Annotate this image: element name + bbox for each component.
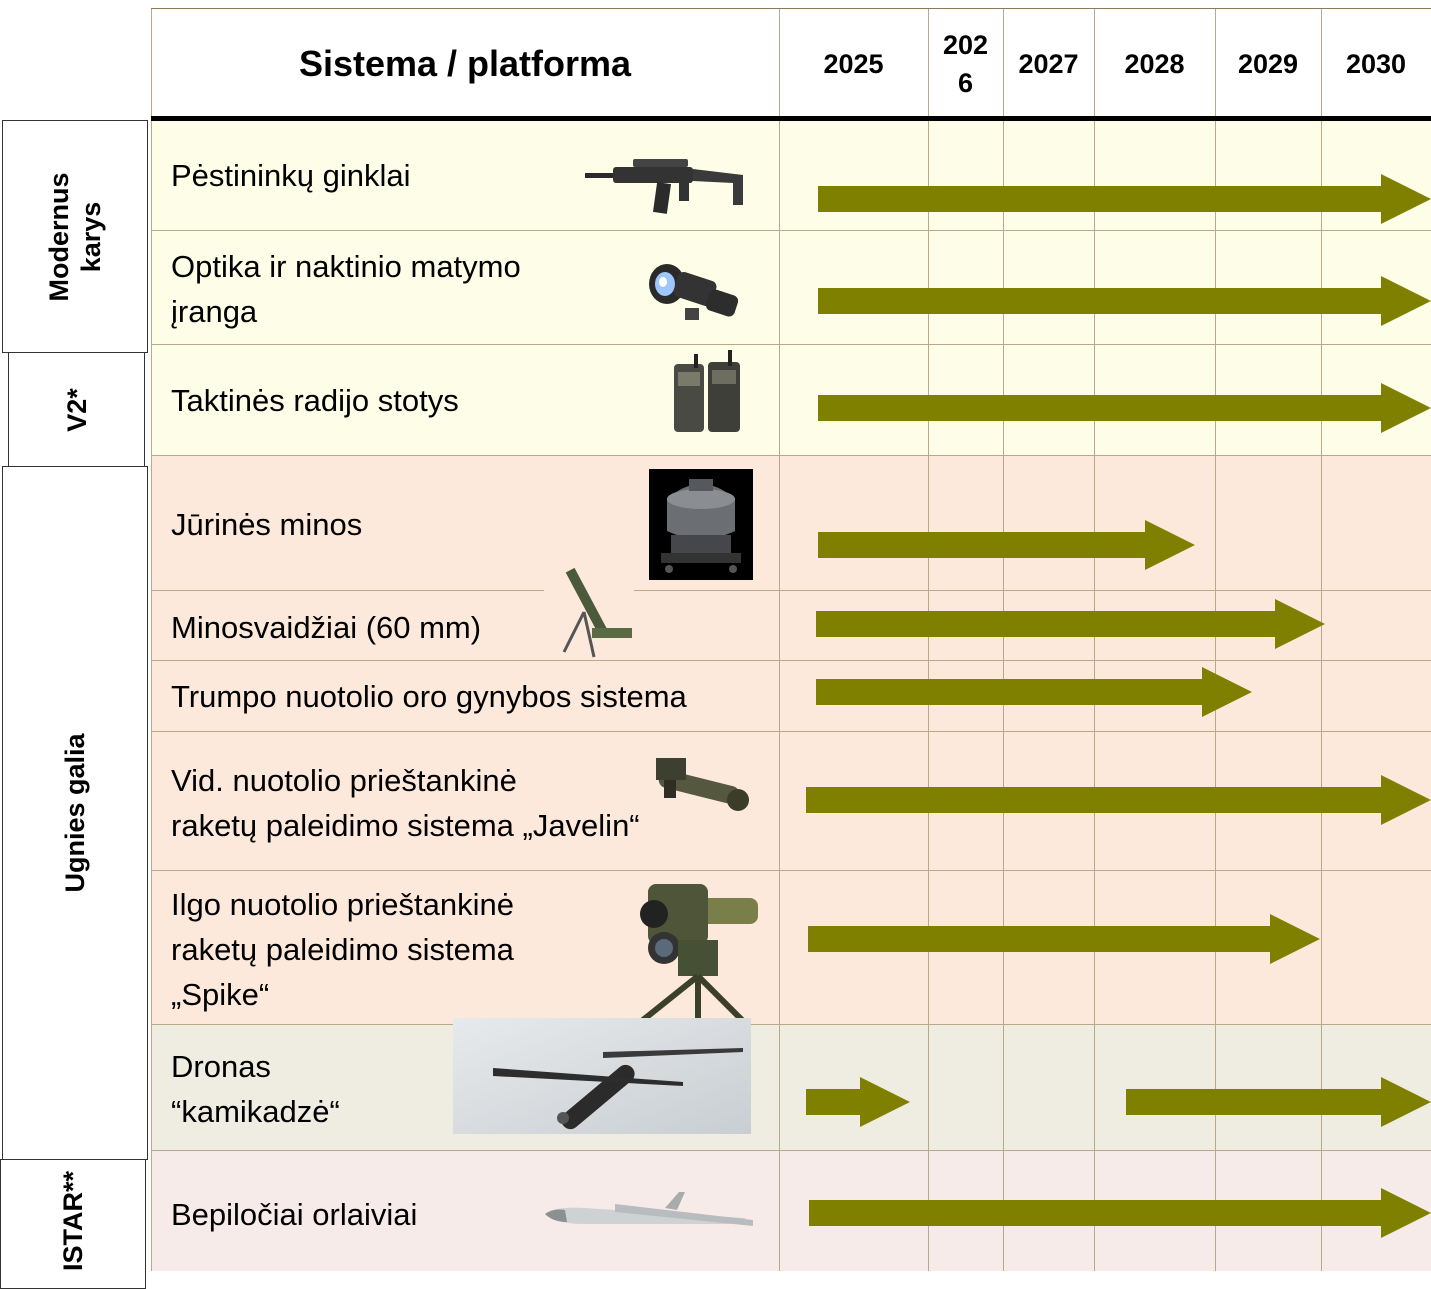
grid-line	[151, 8, 152, 1271]
header-divider	[151, 116, 1431, 121]
grid-line	[1215, 8, 1216, 1271]
category-label: V2*	[61, 387, 92, 432]
category-label: Modernus karys	[44, 171, 106, 302]
header-year-2028: 2028	[1124, 49, 1185, 79]
mortar-icon	[544, 562, 634, 660]
row-bg-dronas	[151, 1024, 1431, 1150]
grid-line	[151, 1024, 1431, 1025]
row-bg-jurines-minos	[151, 455, 1431, 590]
kamikaze-drone-icon	[453, 1018, 751, 1134]
row-label-pestininku-ginklai: Pėstininkų ginklai	[171, 158, 411, 193]
row-label-javelin: Vid. nuotolio prieštankinė raketų paleid…	[171, 763, 640, 843]
grid-line	[1094, 8, 1095, 1271]
grid-line	[151, 660, 1431, 661]
row-label-bepilociai: Bepiločiai orlaiviai	[171, 1197, 418, 1232]
naval-mine-icon	[649, 469, 753, 580]
grid-line	[151, 455, 1431, 456]
grid-line	[151, 344, 1431, 345]
grid-line	[928, 8, 929, 1271]
grid-line	[151, 870, 1431, 871]
row-label-minosvaidziai: Minosvaidžiai (60 mm)	[171, 610, 482, 645]
grid-line	[1321, 8, 1322, 1271]
header-year-2027: 2027	[1018, 49, 1079, 79]
grid-line	[779, 8, 780, 1271]
uav-icon	[545, 1192, 753, 1226]
category-label: ISTAR**	[58, 1171, 88, 1272]
header-year-2026: 202 6	[942, 30, 989, 98]
row-label-spike: Ilgo nuotolio prieštankinė raketų paleid…	[171, 887, 514, 1012]
row-label-optika: Optika ir naktinio matymo įranga	[171, 249, 521, 329]
rifle-icon	[585, 159, 743, 214]
spike-launcher-icon	[636, 884, 758, 1024]
grid-line	[1003, 8, 1004, 1271]
grid-line	[151, 731, 1431, 732]
row-label-dronas: Dronas “kamikadzė“	[171, 1049, 340, 1129]
radio-icon	[674, 350, 740, 432]
category-ugnies-galia: Ugnies galia	[2, 466, 148, 1160]
grid-line	[151, 590, 1431, 591]
category-istar: ISTAR**	[0, 1159, 146, 1289]
category-v2: V2*	[8, 352, 145, 467]
row-label-jurines-minos: Jūrinės minos	[171, 507, 363, 542]
javelin-launcher-icon	[656, 758, 749, 811]
header-year-2029: 2029	[1237, 49, 1299, 79]
header-system-label: Sistema / platforma	[298, 43, 632, 84]
grid-line	[151, 1150, 1431, 1151]
category-label: Ugnies galia	[60, 733, 90, 893]
table-header: Sistema / platforma 2025 202 6 2027 2028…	[151, 8, 1431, 118]
header-year-2030: 2030	[1345, 49, 1407, 79]
grid-line	[151, 230, 1431, 231]
header-year-2025: 2025	[823, 49, 884, 79]
row-label-radijo-stotys: Taktinės radijo stotys	[171, 383, 459, 418]
row-label-oro-gynyba: Trumpo nuotolio oro gynybos sistema	[171, 679, 687, 714]
category-modernus-karys: Modernus karys	[2, 120, 148, 353]
night-vision-icon	[649, 264, 739, 320]
